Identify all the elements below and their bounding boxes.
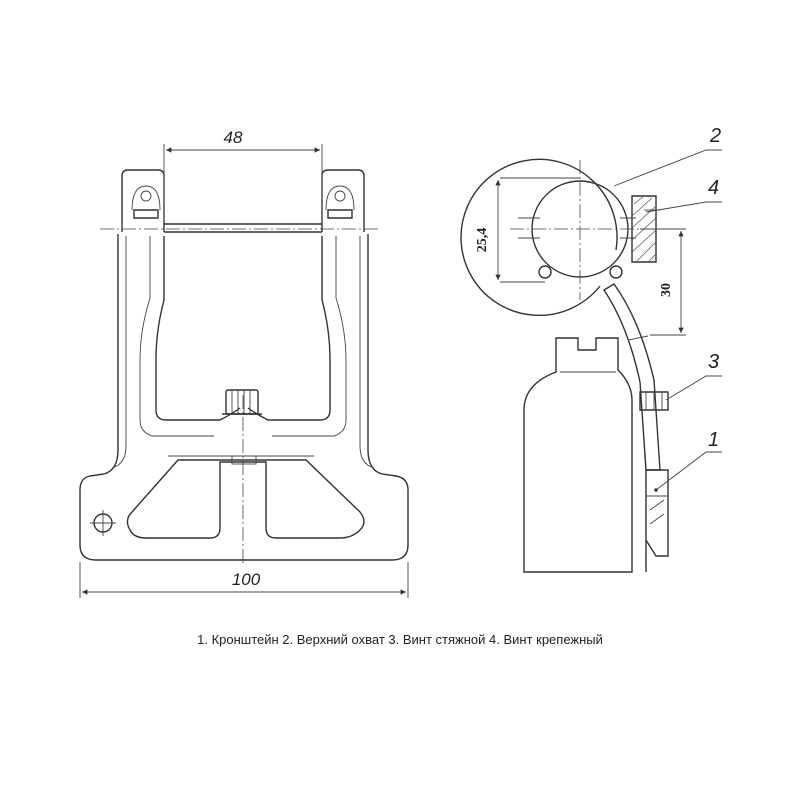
callout-4: 4 [708,177,719,199]
side-view: 25,4 30 2 4 3 1 [460,125,722,573]
callout-1: 1 [708,429,719,451]
callout-3: 3 [708,351,719,373]
dimension-48: 48 [224,128,243,147]
dimension-100: 100 [232,570,261,589]
dimension-25-4: 25,4 [475,228,490,253]
callout-2: 2 [709,125,721,147]
dimension-30: 30 [659,283,674,297]
front-view: 48 100 [79,128,409,598]
parts-legend: 1. Кронштейн 2. Верхний охват 3. Винт ст… [197,632,603,647]
